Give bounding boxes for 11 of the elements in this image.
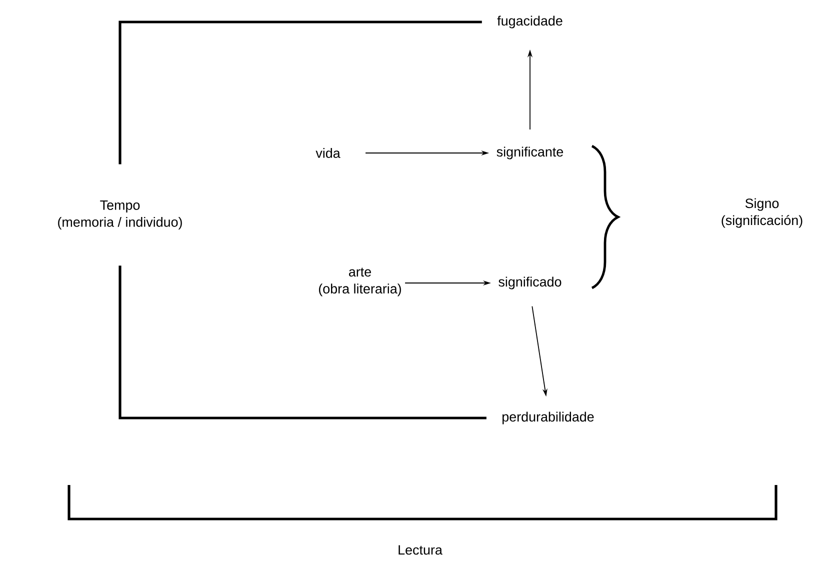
node-text: perdurabilidade <box>502 412 594 424</box>
node-text: Signo (significación) <box>722 198 802 228</box>
node-text: significado <box>498 276 562 290</box>
connector-line <box>118 20 482 164</box>
node-text: arte (obra literaria) <box>318 268 401 296</box>
node-text: significante <box>496 146 564 160</box>
bracket-label: Lectura <box>398 545 442 555</box>
node-text: fugacidade <box>497 16 562 28</box>
node-text: vida <box>316 148 340 158</box>
node-text: Tempo (memoria / individuo) <box>58 200 182 230</box>
connector-line <box>118 266 486 420</box>
